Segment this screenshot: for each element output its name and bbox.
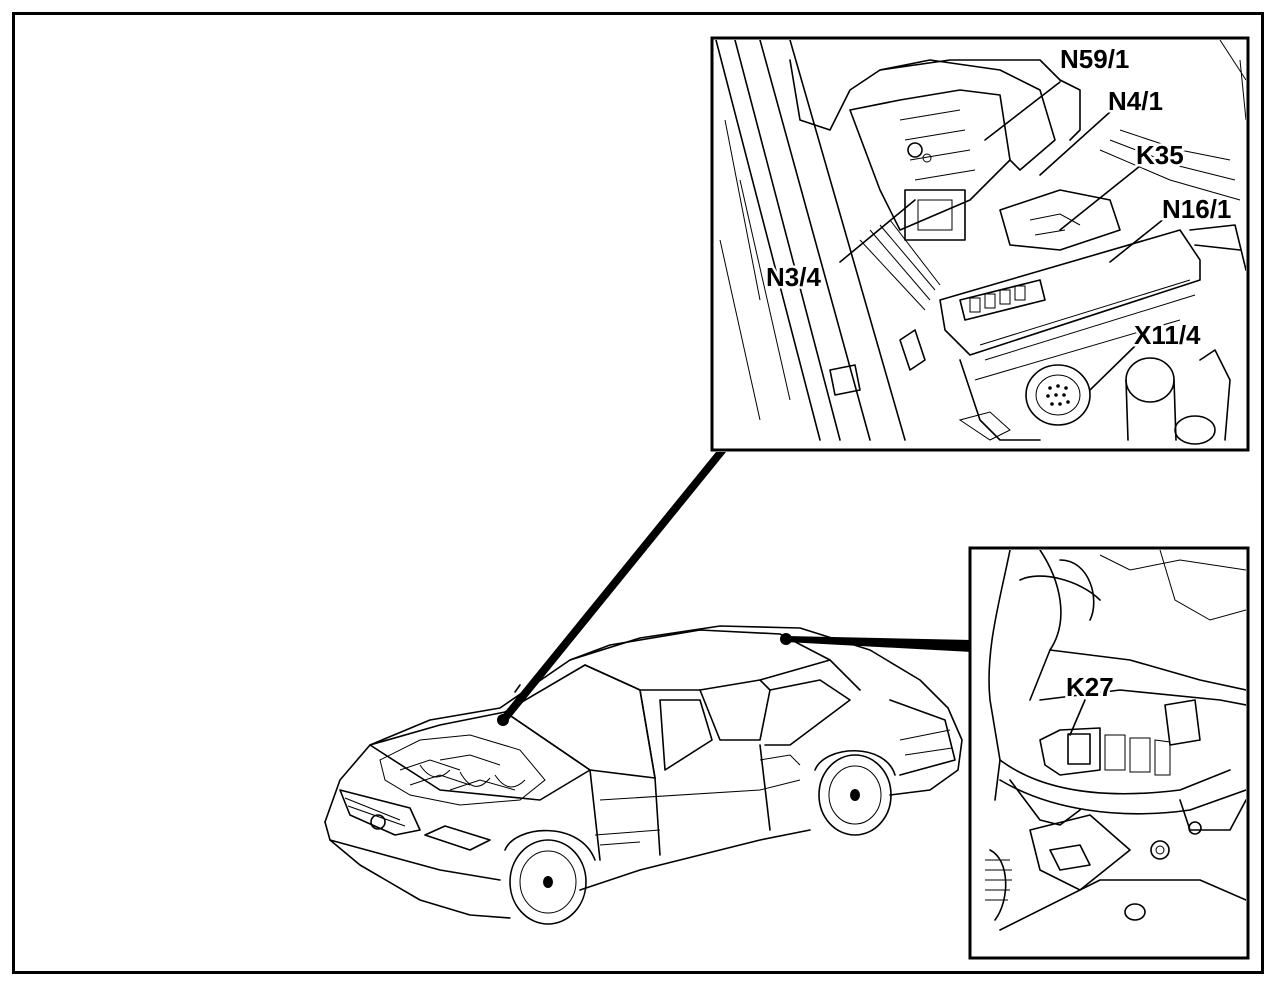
callout-line-rear [786,636,972,652]
label-n16-1: N16/1 [1162,194,1231,224]
location-dot-engine [497,714,509,726]
label-k27: K27 [1066,672,1114,702]
inset-rear-detail: K27 [968,546,1250,960]
label-k35: K35 [1136,140,1184,170]
car-illustration [324,625,963,925]
front-wheel [504,829,596,925]
label-n4-1: N4/1 [1108,86,1163,116]
rear-wheel [814,749,896,836]
label-n3-4: N3/4 [766,262,821,292]
label-n59-1: N59/1 [1060,44,1129,74]
callout-line-engine [500,452,726,722]
label-x11-4: X11/4 [1134,320,1201,350]
callout-lines [497,452,972,726]
inset-engine-bay: N59/1 N4/1 K35 N16/1 N3/4 X11/4 [710,36,1250,452]
